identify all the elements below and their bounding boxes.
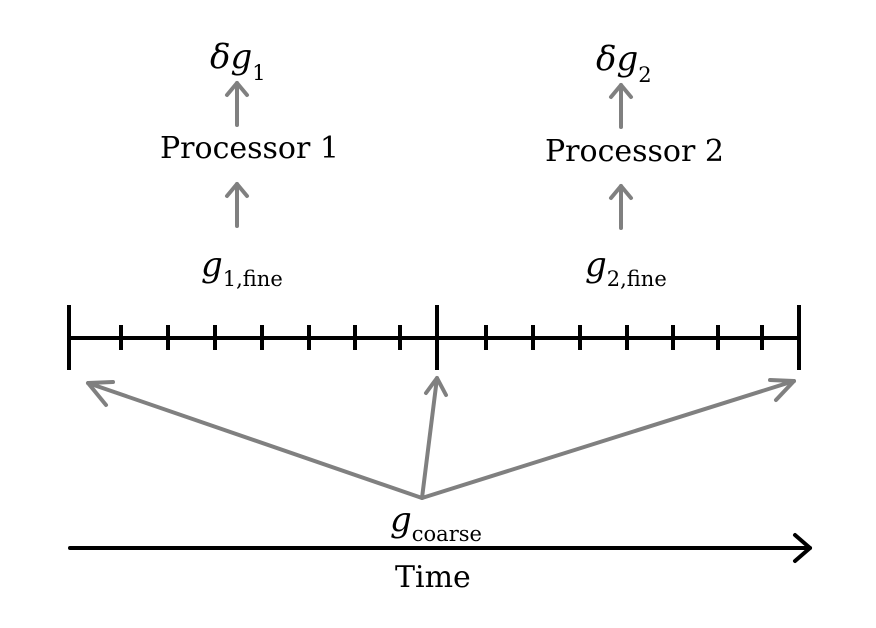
arrow-processor2-to-dg2 bbox=[609, 83, 633, 129]
g1-fine-symbol: g bbox=[201, 245, 223, 285]
arrow-coarse-to-middle bbox=[420, 376, 448, 500]
processor-2-label: Processor 2 bbox=[545, 134, 724, 169]
delta-g2-subscript: 2 bbox=[638, 63, 652, 87]
arrow-coarse-to-end bbox=[420, 378, 796, 500]
delta-g2-label: δg2 bbox=[596, 39, 652, 86]
delta-g2-symbol: δg bbox=[596, 39, 639, 79]
g-coarse-symbol: g bbox=[390, 500, 412, 540]
processor-1-label: Processor 1 bbox=[160, 131, 339, 166]
g1-fine-label: g1,fine bbox=[201, 245, 283, 290]
delta-g1-symbol: δg bbox=[210, 37, 253, 77]
time-grid-line bbox=[67, 305, 801, 370]
time-axis-label: Time bbox=[395, 560, 471, 595]
g-coarse-label: gcoarse bbox=[390, 500, 482, 545]
g2-fine-symbol: g bbox=[585, 245, 607, 285]
arrow-processor1-to-dg1 bbox=[225, 81, 249, 127]
delta-g1-label: δg1 bbox=[210, 37, 266, 84]
arrow-coarse-to-start bbox=[86, 380, 424, 500]
arrow-g1fine-to-processor1 bbox=[225, 182, 249, 228]
delta-g1-subscript: 1 bbox=[252, 61, 266, 85]
g2-fine-subscript: 2,fine bbox=[606, 267, 667, 291]
g-coarse-subscript: coarse bbox=[411, 522, 482, 546]
time-axis-arrow bbox=[68, 533, 812, 563]
g1-fine-subscript: 1,fine bbox=[222, 267, 283, 291]
arrow-g2fine-to-processor2 bbox=[609, 184, 633, 230]
g2-fine-label: g2,fine bbox=[585, 245, 667, 290]
